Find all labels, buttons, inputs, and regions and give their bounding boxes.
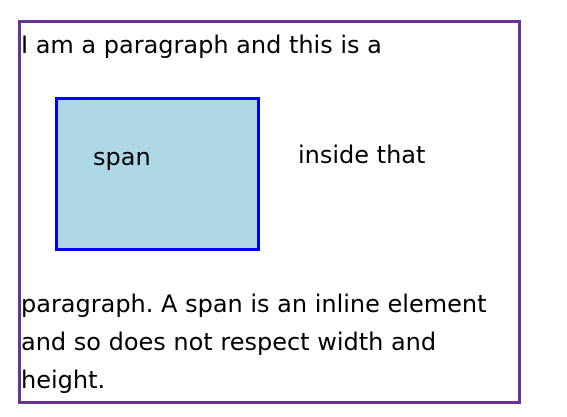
paragraph-text-line-1: I am a paragraph and this is a — [21, 31, 382, 59]
paragraph-text-line-3: and so does not respect width and — [21, 328, 437, 356]
paragraph-text-line-2: paragraph. A span is an inline element — [21, 290, 487, 318]
span-label: span — [93, 143, 151, 171]
paragraph-text-line-4: height. — [21, 366, 106, 394]
paragraph-text-inside: inside that — [298, 141, 426, 169]
paragraph-box: I am a paragraph and this is a span insi… — [18, 20, 521, 404]
span-box: span — [55, 97, 260, 251]
